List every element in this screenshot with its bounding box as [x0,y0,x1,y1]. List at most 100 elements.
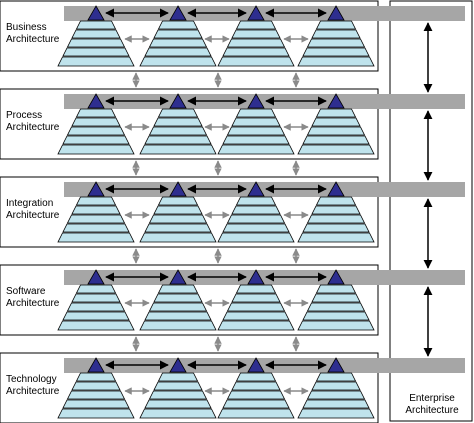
pyramid-tier [297,408,375,419]
pyramid-tier [153,381,203,391]
pyramid-tier [222,47,290,57]
pyramid-tier [231,293,281,303]
pyramid-tier [302,135,370,145]
pyramid [139,93,217,155]
pyramid-tier [66,390,126,400]
pyramid-tier [148,390,208,400]
pyramid-apex [327,357,345,373]
pyramid-tier [153,205,203,215]
pyramid-tier [311,29,361,39]
pyramid-tier [297,56,375,67]
pyramid-apex [327,93,345,109]
pyramid-tier [144,311,212,321]
pyramid [217,269,295,331]
pyramid-apex [247,181,265,197]
pyramid-tier [62,223,130,233]
layer-label-line1: Business [6,22,47,33]
pyramid-apex [169,269,187,285]
pyramid-tier [57,56,135,67]
pyramid-tier [153,29,203,39]
enterprise-label-line1: Enterprise [409,393,455,404]
pyramid-tier [311,205,361,215]
layer-4 [0,352,465,423]
pyramid-tier [302,47,370,57]
layer-label-line1: Process [6,110,43,121]
pyramid-tier [311,293,361,303]
pyramid-tier [226,126,286,136]
pyramid-tier [157,196,199,206]
pyramid-tier [235,284,277,294]
pyramid-apex [247,5,265,21]
pyramid-tier [144,223,212,233]
layer-label-business: Business Architecture [6,22,72,46]
pyramid-tier [217,232,295,243]
layer-label-line2: Architecture [6,34,60,45]
pyramid-tier [311,381,361,391]
pyramid-tier [306,126,366,136]
pyramid-tier [306,38,366,48]
pyramid-tier [148,214,208,224]
pyramid [217,357,295,419]
pyramid [217,5,295,67]
pyramid-tier [144,47,212,57]
pyramid-tier [315,284,357,294]
pyramid-tier [311,117,361,127]
pyramid-tier [157,20,199,30]
pyramid-apex [327,269,345,285]
layer-label-technology: Technology Architecture [6,374,72,398]
pyramid-tier [139,408,217,419]
pyramid-tier [157,108,199,118]
pyramid-tier [153,117,203,127]
layer-2 [0,176,465,248]
pyramid-tier [302,223,370,233]
pyramid-apex [169,93,187,109]
pyramid-tier [315,196,357,206]
pyramid-apex [169,357,187,373]
layer-1 [0,88,465,160]
pyramid-apex [247,357,265,373]
pyramid-tier [66,126,126,136]
pyramid-tier [148,126,208,136]
pyramid-tier [235,108,277,118]
pyramid-tier [306,390,366,400]
pyramid-tier [148,38,208,48]
pyramid-tier [153,293,203,303]
pyramid-tier [306,302,366,312]
pyramid-tier [226,38,286,48]
pyramid-tier [62,135,130,145]
pyramid-tier [297,232,375,243]
pyramid-tier [315,20,357,30]
pyramid-tier [148,302,208,312]
pyramid [297,269,375,331]
pyramid-tier [302,311,370,321]
pyramid [139,269,217,331]
pyramid-tier [75,108,117,118]
pyramid-tier [144,135,212,145]
pyramid-tier [57,408,135,419]
pyramid-tier [231,381,281,391]
pyramid-tier [75,196,117,206]
layer-3 [0,264,465,336]
pyramid-tier [71,381,121,391]
pyramid-tier [144,399,212,409]
pyramid-tier [157,372,199,382]
layer-label-line1: Software [6,286,46,297]
pyramid-tier [75,20,117,30]
pyramid-apex [247,269,265,285]
pyramid [139,181,217,243]
pyramid-tier [306,214,366,224]
pyramid [139,5,217,67]
pyramid [57,5,135,67]
pyramid-tier [139,56,217,67]
pyramid-tier [139,144,217,155]
pyramid-tier [226,302,286,312]
pyramid-tier [222,223,290,233]
layer-label-line2: Architecture [6,122,60,133]
pyramid-tier [315,108,357,118]
pyramid-tier [315,372,357,382]
layer-label-line2: Architecture [6,210,60,221]
pyramid-apex [169,5,187,21]
pyramid-tier [235,372,277,382]
